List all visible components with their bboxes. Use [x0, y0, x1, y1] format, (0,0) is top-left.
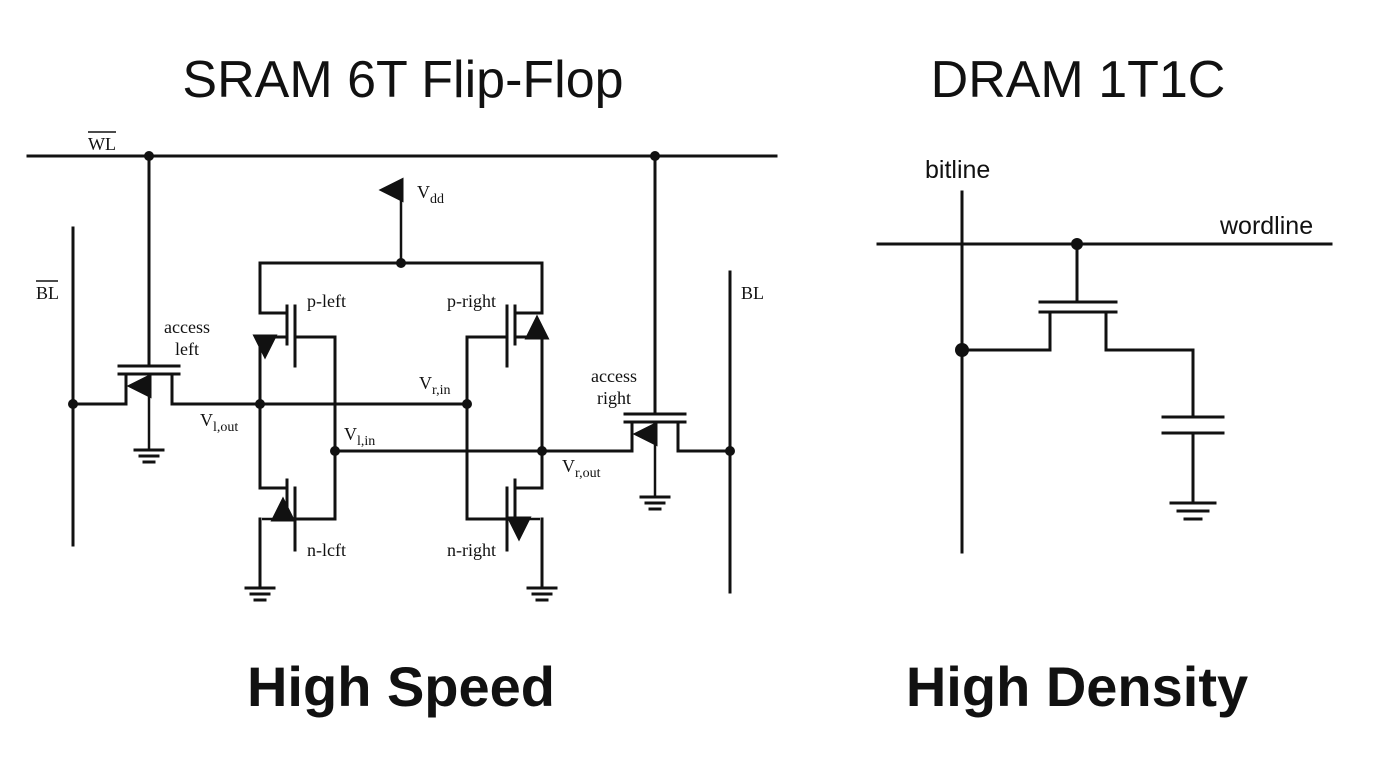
sram-circuit: WL BL BL Vdd p-left p-right n-lcft n-rig…: [26, 131, 778, 602]
p-left-label: p-left: [307, 291, 346, 311]
n-left-transistor: [244, 478, 337, 602]
ground-icon: [1169, 501, 1217, 521]
vdd-label: Vdd: [417, 182, 444, 207]
bl-label: BL: [741, 283, 764, 303]
access-right-label-2: right: [597, 388, 631, 408]
access-left-transistor: [71, 154, 262, 464]
sram-caption: High Speed: [247, 655, 555, 718]
p-left-transistor: [252, 304, 337, 521]
dram-title: DRAM 1T1C: [931, 51, 1226, 109]
bitline-label: bitline: [925, 156, 990, 184]
sram-title: SRAM 6T Flip-Flop: [182, 51, 623, 109]
access-right-label-1: access: [591, 366, 637, 386]
wordline-label: wordline: [1219, 212, 1313, 240]
access-left-label-2: left: [175, 339, 199, 359]
access-left-label-1: access: [164, 317, 210, 337]
junction-dot: [330, 446, 340, 456]
junction-dot: [955, 343, 969, 357]
v-l-in-label: Vl,in: [344, 424, 375, 449]
n-right-label: n-right: [447, 540, 496, 560]
n-left-label: n-lcft: [307, 540, 346, 560]
v-r-in-label: Vr,in: [419, 373, 451, 398]
bl-bar-label: BL: [36, 283, 59, 303]
junction-dot: [725, 446, 735, 456]
p-right-label: p-right: [447, 291, 496, 311]
storage-capacitor: [1161, 348, 1225, 505]
dram-circuit: bitline wordline: [876, 156, 1333, 554]
vdd-rail: [258, 177, 544, 315]
junction-dot: [396, 258, 406, 268]
wl-bar-label: WL: [88, 134, 116, 154]
v-r-out-label: Vr,out: [562, 456, 601, 481]
junction-dot: [68, 399, 78, 409]
access-right-transistor: [540, 154, 732, 511]
dram-caption: High Density: [906, 655, 1248, 718]
n-right-transistor: [465, 478, 558, 602]
junction-dot: [462, 399, 472, 409]
dram-access-transistor: [960, 242, 1195, 352]
p-right-transistor: [465, 304, 550, 521]
v-l-out-label: Vl,out: [200, 410, 238, 435]
